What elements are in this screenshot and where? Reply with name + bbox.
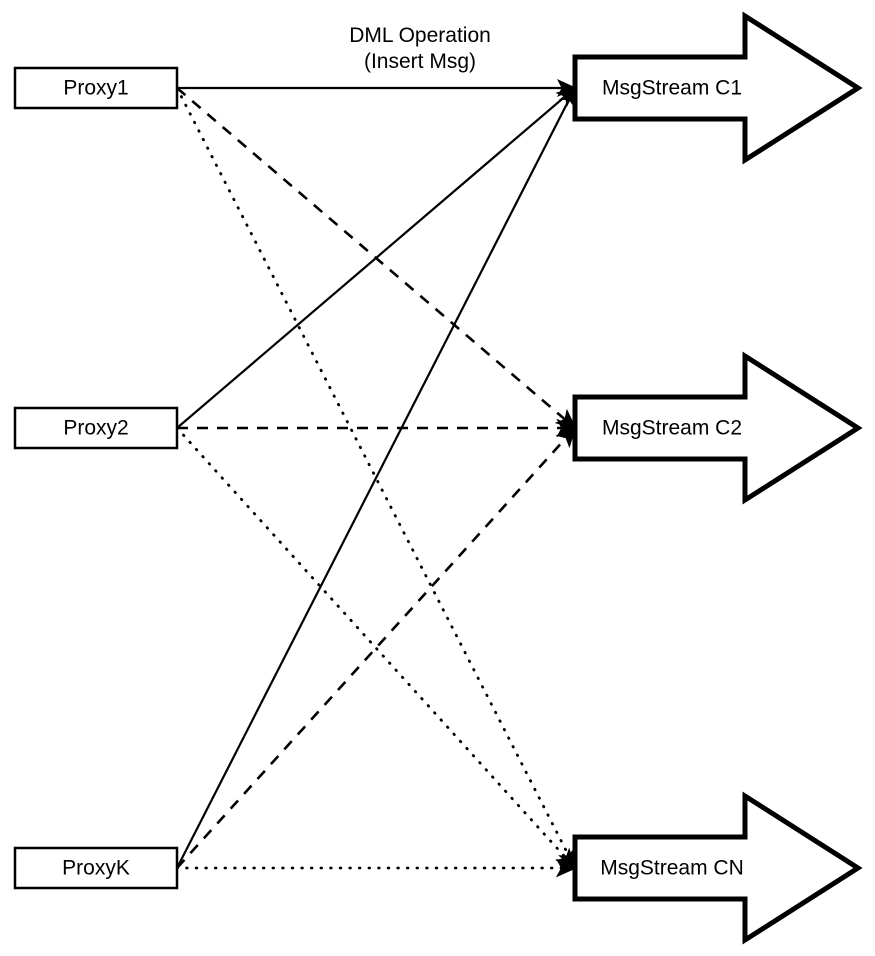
proxy-label: ProxyK [62,857,130,880]
edge-label-dml-operation: DML Operation (Insert Msg) [349,24,491,73]
proxy-node-proxy2[interactable]: Proxy2 [13,406,179,450]
streams-layer: MsgStream C1 MsgStream C2 MsgStream CN [572,11,863,945]
stream-label: MsgStream C2 [602,417,742,440]
block-arrow-icon[interactable] [572,11,863,165]
proxy-node-proxy1[interactable]: Proxy1 [13,66,179,110]
stream-label: MsgStream CN [600,857,744,880]
stream-label: MsgStream C1 [602,77,742,100]
edge-proxy1-to-cn [175,86,577,870]
proxy-box[interactable] [13,406,179,450]
proxy-label: Proxy2 [63,417,128,440]
proxy-box[interactable] [13,66,179,110]
edge-label-line-2: (Insert Msg) [364,50,476,73]
stream-node-c1[interactable]: MsgStream C1 [572,11,863,165]
edge-proxy2-to-c1 [176,86,577,429]
edge-proxy2-to-cn [175,426,577,870]
block-arrow-icon[interactable] [572,791,863,945]
edge-label-line-1: DML Operation [349,24,491,47]
stream-node-c2[interactable]: MsgStream C2 [572,351,863,505]
block-arrow-icon[interactable] [572,351,863,505]
edge-proxyk-to-c1 [176,86,576,869]
proxy-box[interactable] [13,846,179,890]
proxy-node-proxyk[interactable]: ProxyK [13,846,179,890]
stream-node-cn[interactable]: MsgStream CN [572,791,863,945]
proxy-label: Proxy1 [63,77,128,100]
edges-layer [175,78,578,878]
proxies-layer: Proxy1 Proxy2 ProxyK [13,66,179,890]
